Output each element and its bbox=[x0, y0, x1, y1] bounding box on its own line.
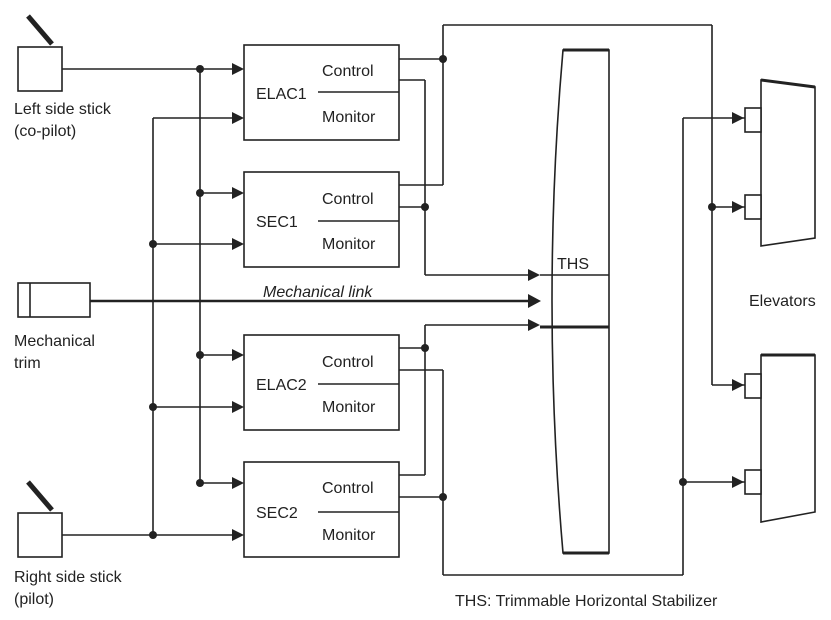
ths-caption: THS: Trimmable Horizontal Stabilizer bbox=[455, 593, 718, 610]
lower-elevator-servo-2 bbox=[744, 469, 762, 495]
sec2-control-label: Control bbox=[322, 480, 374, 497]
sec1-label: SEC1 bbox=[256, 214, 298, 231]
right-stick-label: Right side stick bbox=[14, 569, 123, 586]
input-bus-lines bbox=[62, 68, 240, 536]
upper-elevator-servo-2 bbox=[744, 194, 762, 220]
input-junction-dots bbox=[149, 65, 204, 539]
elac1-monitor-label: Monitor bbox=[322, 109, 376, 126]
upper-elevator bbox=[744, 78, 816, 247]
upper-elevator-servo-1 bbox=[744, 107, 762, 133]
right-stick-lever-icon bbox=[26, 480, 54, 512]
trim-sublabel: trim bbox=[14, 355, 41, 372]
sec1-monitor-label: Monitor bbox=[322, 236, 376, 253]
elac2-control-label: Control bbox=[322, 354, 374, 371]
mechanical-trim bbox=[17, 282, 91, 318]
lower-elevator-servo-1 bbox=[744, 373, 762, 399]
input-arrowheads bbox=[232, 63, 244, 541]
right-side-stick bbox=[17, 480, 63, 558]
left-stick-label: Left side stick bbox=[14, 101, 112, 118]
sec2-monitor-label: Monitor bbox=[322, 527, 376, 544]
elac1-computer: ELAC1 Control Monitor bbox=[243, 44, 400, 141]
elac1-label: ELAC1 bbox=[256, 86, 307, 103]
elac2-label: ELAC2 bbox=[256, 377, 307, 394]
elac2-monitor-label: Monitor bbox=[322, 399, 376, 416]
trim-label: Mechanical bbox=[14, 333, 95, 350]
sec2-label: SEC2 bbox=[256, 505, 298, 522]
left-stick-box bbox=[17, 46, 63, 92]
trim-box bbox=[17, 282, 91, 318]
sec1-control-label: Control bbox=[322, 191, 374, 208]
ths-label: THS bbox=[557, 256, 589, 273]
ths-stabilizer bbox=[540, 48, 610, 555]
left-stick-sublabel: (co-pilot) bbox=[14, 123, 76, 140]
mechanical-link bbox=[90, 294, 541, 308]
right-stick-sublabel: (pilot) bbox=[14, 591, 54, 608]
sec1-computer: SEC1 Control Monitor bbox=[243, 171, 400, 268]
left-stick-lever-icon bbox=[26, 14, 54, 46]
elac2-computer: ELAC2 Control Monitor bbox=[243, 334, 400, 431]
mechanical-link-label: Mechanical link bbox=[263, 284, 373, 301]
lower-elevator bbox=[744, 353, 816, 523]
output-junction-dots bbox=[421, 55, 716, 501]
elevators-label: Elevators bbox=[749, 293, 816, 310]
elac1-control-label: Control bbox=[322, 63, 374, 80]
sec2-computer: SEC2 Control Monitor bbox=[243, 461, 400, 558]
left-side-stick bbox=[17, 14, 63, 92]
right-stick-box bbox=[17, 512, 63, 558]
output-arrowheads bbox=[528, 112, 744, 488]
